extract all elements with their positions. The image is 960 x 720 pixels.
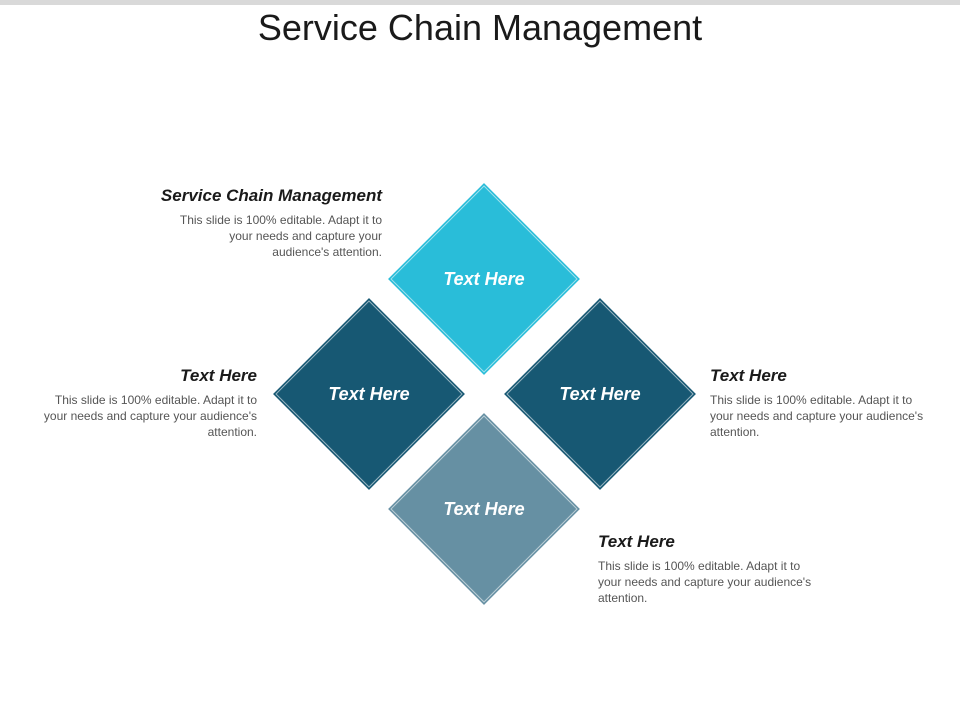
diamond-bottom-fill bbox=[386, 411, 582, 607]
text-block-left-body: This slide is 100% editable. Adapt it to… bbox=[43, 393, 257, 439]
text-block-bottom-right: Text Here This slide is 100% editable. A… bbox=[598, 532, 813, 606]
diamond-right-fill bbox=[502, 296, 698, 492]
text-block-bottom-right-heading: Text Here bbox=[598, 532, 675, 551]
diamond-left-fill bbox=[271, 296, 467, 492]
text-block-top-left: Service Chain Management This slide is 1… bbox=[132, 186, 382, 260]
diamond-top-label: Text Here bbox=[443, 268, 525, 289]
text-block-left-heading: Text Here bbox=[180, 366, 257, 385]
diamond-bottom: Text Here bbox=[386, 411, 582, 607]
slide-title: Service Chain Management bbox=[257, 7, 703, 48]
diamond-left-label: Text Here bbox=[328, 383, 410, 404]
diamond-bottom-shape bbox=[386, 411, 582, 607]
diamond-right: Text Here bbox=[502, 296, 698, 492]
diamond-right-shape bbox=[502, 296, 698, 492]
text-block-right: Text Here This slide is 100% editable. A… bbox=[710, 366, 925, 440]
text-block-right-heading: Text Here bbox=[710, 366, 787, 385]
diamond-left-shape bbox=[271, 296, 467, 492]
diamond-top-shape bbox=[386, 181, 582, 377]
text-block-right-body: This slide is 100% editable. Adapt it to… bbox=[710, 393, 924, 439]
text-block-bottom-right-body: This slide is 100% editable. Adapt it to… bbox=[598, 559, 812, 605]
text-block-left: Text Here This slide is 100% editable. A… bbox=[40, 366, 257, 440]
top-bar bbox=[0, 0, 960, 5]
diamond-right-label: Text Here bbox=[559, 383, 641, 404]
diamond-bottom-label: Text Here bbox=[443, 498, 525, 519]
text-block-top-left-heading: Service Chain Management bbox=[160, 186, 382, 205]
diamond-top: Text Here bbox=[386, 181, 582, 377]
diamond-top-fill bbox=[386, 181, 582, 377]
diamond-left: Text Here bbox=[271, 296, 467, 492]
text-block-top-left-body: This slide is 100% editable. Adapt it to… bbox=[179, 213, 382, 259]
